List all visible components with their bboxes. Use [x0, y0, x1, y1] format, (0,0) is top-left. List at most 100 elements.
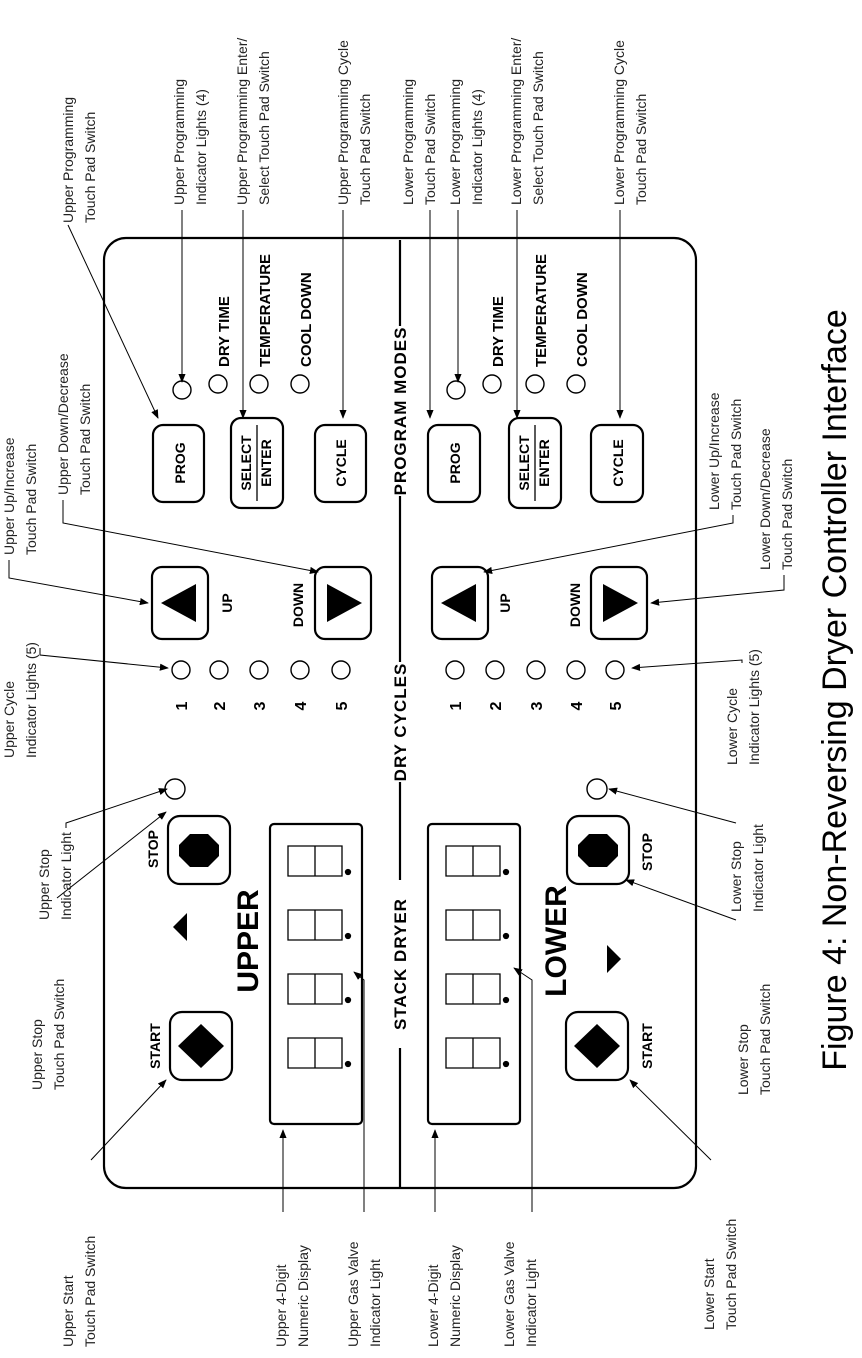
- upper-gas-valve-arrow-icon: [173, 913, 187, 941]
- svg-text:Upper Start: Upper Start: [60, 1275, 76, 1347]
- svg-text:Touch Pad Switch: Touch Pad Switch: [51, 979, 67, 1090]
- callout-lower-display: Lower 4-Digit Numeric Display: [425, 1245, 463, 1347]
- svg-text:Indicator Lights (4): Indicator Lights (4): [469, 89, 485, 205]
- callout-upper-enter: Upper Programming Enter/ Select Touch Pa…: [234, 38, 272, 205]
- callout-lower-cycle: Lower Programming Cycle Touch Pad Switch: [611, 40, 649, 205]
- svg-text:CYCLE: CYCLE: [610, 439, 626, 486]
- lower-prog-light-4: [566, 374, 586, 394]
- svg-text:SELECT: SELECT: [238, 435, 254, 491]
- lower-down-label: DOWN: [567, 583, 583, 627]
- upper-cycle-button[interactable]: CYCLE: [313, 423, 368, 504]
- lower-prog-light-3: [525, 374, 545, 394]
- upper-select-enter-button[interactable]: SELECT ENTER: [229, 416, 285, 510]
- svg-text:Indicator Lights (5): Indicator Lights (5): [746, 649, 762, 765]
- svg-text:4: 4: [293, 701, 310, 710]
- svg-text:Lower Programming: Lower Programming: [400, 79, 416, 205]
- svg-text:Touch Pad Switch: Touch Pad Switch: [779, 459, 795, 570]
- down-arrow-icon: [603, 584, 638, 622]
- upper-down-button[interactable]: [313, 565, 373, 641]
- svg-text:5: 5: [608, 701, 625, 710]
- section-program-modes: PROGRAM MODES: [391, 327, 410, 496]
- svg-text:Touch Pad Switch: Touch Pad Switch: [77, 384, 93, 495]
- svg-text:Upper 4-Digit: Upper 4-Digit: [273, 1264, 289, 1347]
- upper-prog-light-4: [290, 374, 310, 394]
- upper-up-label: UP: [219, 593, 235, 612]
- svg-text:PROG: PROG: [447, 442, 463, 483]
- callout-upper-start: Upper Start Touch Pad Switch: [60, 1236, 98, 1347]
- svg-text:Upper Programming: Upper Programming: [60, 97, 76, 223]
- svg-text:Lower Up/Increase: Lower Up/Increase: [706, 392, 722, 510]
- svg-text:Numeric Display: Numeric Display: [295, 1245, 311, 1347]
- svg-text:Touch Pad Switch: Touch Pad Switch: [728, 399, 744, 510]
- svg-text:Upper Programming Enter/: Upper Programming Enter/: [234, 38, 250, 205]
- svg-text:Lower Cycle: Lower Cycle: [724, 688, 740, 765]
- lower-stop-button[interactable]: [565, 814, 631, 886]
- upper-up-button[interactable]: [150, 565, 210, 641]
- svg-text:Upper Stop: Upper Stop: [36, 849, 52, 920]
- down-arrow-icon: [327, 584, 362, 622]
- svg-text:Touch Pad Switch: Touch Pad Switch: [82, 1236, 98, 1347]
- lower-mode-temperature: TEMPERATURE: [533, 254, 550, 367]
- svg-text:Touch Pad Switch: Touch Pad Switch: [23, 444, 39, 555]
- svg-text:Lower Stop: Lower Stop: [735, 1024, 751, 1095]
- svg-text:2: 2: [488, 701, 505, 710]
- upper-mode-temperature: TEMPERATURE: [257, 254, 274, 367]
- callout-upper-prog: Upper Programming Touch Pad Switch: [60, 97, 98, 223]
- upper-mode-cool-down: COOL DOWN: [298, 272, 315, 367]
- lower-prog-button[interactable]: PROG: [426, 423, 482, 504]
- upper-cycle-lights: 1 2 3 4 5: [171, 660, 351, 710]
- upper-prog-light-1: [172, 380, 192, 400]
- svg-text:1: 1: [448, 701, 465, 710]
- callout-lower-gas: Lower Gas Valve Indicator Light: [501, 1241, 539, 1347]
- lower-prog-light-2: [482, 374, 502, 394]
- lower-cycle-button[interactable]: CYCLE: [589, 423, 645, 504]
- lower-cycle-lights: 1 2 3 4 5: [445, 660, 625, 710]
- callout-lower-down: Lower Down/Decrease Touch Pad Switch: [757, 428, 795, 570]
- lower-select-enter-button[interactable]: SELECT ENTER: [507, 416, 563, 510]
- start-diamond-icon: [574, 1024, 620, 1068]
- svg-text:Indicator Light: Indicator Light: [367, 1259, 383, 1347]
- upper-mode-dry-time: DRY TIME: [216, 296, 233, 367]
- svg-text:Upper Programming Cycle: Upper Programming Cycle: [335, 40, 351, 205]
- callout-lower-prog: Lower Programming Touch Pad Switch: [400, 79, 438, 205]
- stop-octagon-icon: [179, 834, 219, 867]
- lower-up-label: UP: [497, 593, 513, 612]
- callout-upper-cycle-lights: Upper Cycle Indicator Lights (5): [1, 642, 39, 758]
- leader-lines: [8, 210, 785, 1212]
- callout-upper-down: Upper Down/Decrease Touch Pad Switch: [55, 353, 93, 495]
- callout-lower-enter: Lower Programming Enter/ Select Touch Pa…: [508, 38, 546, 205]
- callout-upper-gas: Upper Gas Valve Indicator Light: [345, 1241, 383, 1347]
- upper-start-button[interactable]: [168, 1010, 234, 1082]
- lower-mode-cool-down: COOL DOWN: [574, 272, 591, 367]
- upper-prog-light-2: [208, 374, 228, 394]
- lower-down-button[interactable]: [589, 565, 649, 641]
- svg-text:Lower Gas Valve: Lower Gas Valve: [501, 1241, 517, 1347]
- lower-stop-label: STOP: [639, 833, 655, 871]
- svg-text:Lower Programming Cycle: Lower Programming Cycle: [611, 40, 627, 205]
- callout-upper-stop-switch: Upper Stop Touch Pad Switch: [29, 979, 67, 1090]
- svg-text:Upper Stop: Upper Stop: [29, 1019, 45, 1090]
- upper-prog-button[interactable]: PROG: [151, 423, 206, 504]
- callout-upper-cycle: Upper Programming Cycle Touch Pad Switch: [335, 40, 373, 205]
- lower-gas-valve-arrow-icon: [607, 945, 621, 973]
- svg-text:Lower Programming: Lower Programming: [447, 79, 463, 205]
- svg-text:Select Touch Pad Switch: Select Touch Pad Switch: [256, 51, 272, 205]
- svg-text:Lower Down/Decrease: Lower Down/Decrease: [757, 428, 773, 570]
- svg-text:Touch Pad Switch: Touch Pad Switch: [82, 112, 98, 223]
- svg-text:PROG: PROG: [172, 442, 188, 483]
- callout-lower-start: Lower Start Touch Pad Switch: [701, 1219, 739, 1330]
- callout-lower-stop-switch: Lower Stop Touch Pad Switch: [735, 984, 773, 1095]
- lower-up-button[interactable]: [430, 565, 490, 641]
- up-arrow-icon: [161, 584, 196, 622]
- svg-text:2: 2: [212, 701, 229, 710]
- svg-text:Touch Pad Switch: Touch Pad Switch: [357, 94, 373, 205]
- callout-upper-stop-light: Upper Stop Indicator Light: [36, 832, 74, 920]
- lower-title: LOWER: [540, 885, 573, 997]
- section-dry-cycles: DRY CYCLES: [391, 663, 410, 782]
- start-diamond-icon: [178, 1024, 224, 1068]
- svg-text:Upper Down/Decrease: Upper Down/Decrease: [55, 353, 71, 495]
- lower-start-button[interactable]: [564, 1010, 630, 1082]
- svg-text:Upper Up/Increase: Upper Up/Increase: [1, 437, 17, 555]
- upper-stop-label: STOP: [145, 830, 161, 868]
- upper-stop-button[interactable]: [166, 814, 232, 886]
